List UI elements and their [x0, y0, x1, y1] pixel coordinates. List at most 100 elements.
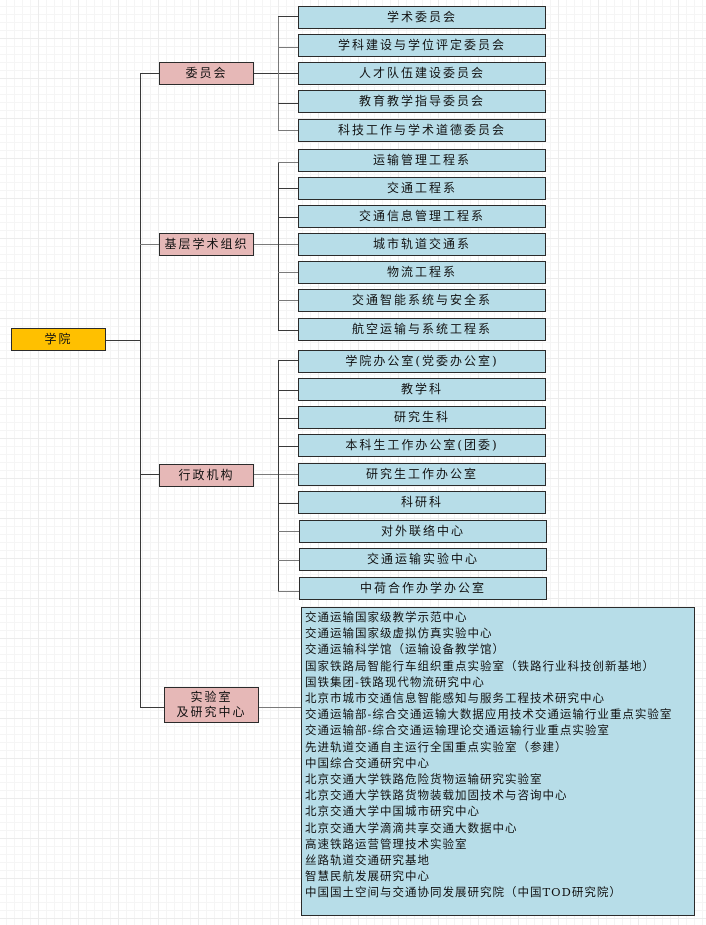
leaf-label: 研究生科 — [393, 410, 450, 424]
connector-g3-c8 — [278, 560, 299, 561]
leaf-label: 学术委员会 — [386, 10, 457, 24]
category-committees[interactable]: 委员会 — [159, 62, 254, 85]
category-label-line2: 及研究中心 — [176, 705, 247, 719]
category-label-line1: 实验室 — [190, 690, 233, 704]
list-item: 交通运输国家级教学示范中心 — [305, 610, 468, 624]
list-item: 北京交通大学铁路货物装载加固技术与咨询中心 — [305, 788, 568, 803]
leaf-label: 教学科 — [400, 382, 443, 396]
leaf-node[interactable]: 科研科 — [298, 491, 546, 514]
leaf-node[interactable]: 学术委员会 — [298, 6, 546, 29]
leaf-node[interactable]: 物流工程系 — [298, 261, 546, 284]
root-label: 学院 — [44, 332, 73, 346]
leaf-label: 科技工作与学术道德委员会 — [337, 123, 506, 137]
list-item: 交通运输部-综合交通运输理论交通运输行业重点实验室 — [305, 723, 610, 738]
category-label: 委员会 — [185, 66, 228, 80]
root-node-college[interactable]: 学院 — [11, 328, 106, 351]
category-label: 行政机构 — [178, 468, 235, 482]
labs-research-list[interactable]: 交通运输国家级教学示范中心 交通运输国家级虚拟仿真实验中心 交通运输科学馆（运输… — [301, 607, 695, 916]
leaf-label: 交通运输实验中心 — [366, 552, 479, 566]
leaf-label: 科研科 — [400, 495, 443, 509]
connector-g2-out — [254, 244, 299, 245]
leaf-node[interactable]: 研究生工作办公室 — [298, 463, 546, 486]
connector-g3-c4 — [278, 446, 299, 447]
leaf-label: 对外联络中心 — [380, 524, 465, 538]
leaf-node[interactable]: 本科生工作办公室(团委) — [298, 434, 546, 457]
category-administration[interactable]: 行政机构 — [159, 464, 254, 487]
list-item: 中国国土空间与交通协同发展研究院（中国TOD研究院） — [305, 885, 622, 900]
leaf-label: 物流工程系 — [386, 265, 457, 279]
list-item: 国家铁路局智能行车组织重点实验室（铁路行业科技创新基地） — [305, 658, 655, 673]
leaf-node[interactable]: 航空运输与系统工程系 — [298, 318, 546, 341]
leaf-label: 学科建设与学位评定委员会 — [337, 38, 506, 52]
leaf-node[interactable]: 教育教学指导委员会 — [298, 90, 546, 113]
leaf-label: 运输管理工程系 — [372, 153, 471, 167]
connector-g3-out — [254, 474, 299, 475]
leaf-node[interactable]: 学科建设与学位评定委员会 — [298, 34, 546, 57]
leaf-node[interactable]: 对外联络中心 — [299, 520, 547, 543]
leaf-node[interactable]: 学院办公室(党委办公室) — [298, 350, 546, 373]
connector-g2-c1 — [278, 162, 299, 163]
leaf-node[interactable]: 教学科 — [298, 378, 546, 401]
list-item: 交通运输部-综合交通运输大数据应用技术交通运输行业重点实验室 — [305, 707, 673, 722]
connector-g2-c5 — [278, 272, 299, 273]
leaf-label: 人才队伍建设委员会 — [358, 66, 485, 80]
leaf-node[interactable]: 交通信息管理工程系 — [298, 205, 546, 228]
leaf-label: 研究生工作办公室 — [365, 467, 478, 481]
connector-g1-out — [254, 73, 299, 74]
connector-g3-c9 — [278, 591, 299, 592]
category-label: 基层学术组织 — [164, 237, 249, 251]
connector-g3-c2 — [278, 390, 299, 391]
connector-cat-4 — [140, 707, 164, 708]
connector-g4-out — [258, 707, 301, 708]
list-item: 北京交通大学中国城市研究中心 — [305, 804, 480, 819]
list-item: 交通运输科学馆（运输设备教学馆） — [305, 642, 505, 657]
list-item: 丝路轨道交通研究基地 — [305, 853, 430, 868]
connector-g3-bus — [278, 360, 279, 591]
connector-g2-c3 — [278, 217, 299, 218]
connector-g1-c2 — [278, 47, 299, 48]
list-item: 中国综合交通研究中心 — [305, 755, 430, 770]
category-academic-orgs[interactable]: 基层学术组织 — [159, 233, 254, 256]
leaf-label: 交通智能系统与安全系 — [351, 293, 492, 307]
connector-g3-c6 — [278, 503, 299, 504]
leaf-node[interactable]: 交通智能系统与安全系 — [298, 289, 546, 312]
connector-root — [105, 340, 140, 341]
connector-g1-c4 — [278, 103, 299, 104]
connector-g2-c7 — [278, 330, 299, 331]
connector-g3-c1 — [278, 360, 299, 361]
connector-cat-3 — [140, 474, 160, 475]
connector-g2-c2 — [278, 188, 299, 189]
connector-g1-c5 — [278, 130, 299, 131]
leaf-label: 航空运输与系统工程系 — [351, 322, 492, 336]
connector-g2-c6 — [278, 300, 299, 301]
connector-cat-1 — [140, 73, 160, 74]
connector-trunk — [140, 73, 141, 707]
leaf-node[interactable]: 中荷合作办学办公室 — [299, 577, 547, 600]
leaf-label: 学院办公室(党委办公室) — [345, 354, 499, 368]
leaf-node[interactable]: 科技工作与学术道德委员会 — [298, 119, 546, 142]
connector-g1-bus — [278, 16, 279, 130]
leaf-node[interactable]: 城市轨道交通系 — [298, 233, 546, 256]
list-item: 北京交通大学铁路危险货物运输研究实验室 — [305, 772, 543, 787]
connector-g2-bus — [278, 162, 279, 330]
list-item: 交通运输国家级虚拟仿真实验中心 — [305, 626, 493, 641]
list-item: 国铁集团-铁路现代物流研究中心 — [305, 674, 485, 689]
list-item: 高速铁路运营管理技术实验室 — [305, 836, 468, 851]
connector-g1-c1 — [278, 16, 299, 17]
connector-g3-c7 — [278, 531, 299, 532]
leaf-node[interactable]: 交通运输实验中心 — [299, 548, 547, 571]
leaf-node[interactable]: 运输管理工程系 — [298, 149, 546, 172]
leaf-label: 教育教学指导委员会 — [358, 94, 485, 108]
leaf-node[interactable]: 研究生科 — [298, 406, 546, 429]
leaf-label: 交通工程系 — [386, 181, 457, 195]
category-labs-research[interactable]: 实验室 及研究中心 — [164, 687, 259, 723]
list-item: 北京市城市交通信息智能感知与服务工程技术研究中心 — [305, 691, 605, 706]
leaf-label: 交通信息管理工程系 — [358, 209, 485, 223]
leaf-label: 本科生工作办公室(团委) — [345, 438, 499, 452]
connector-g3-c3 — [278, 418, 299, 419]
leaf-node[interactable]: 交通工程系 — [298, 177, 546, 200]
list-item: 先进轨道交通自主运行全国重点实验室（参建） — [305, 739, 568, 754]
leaf-label: 城市轨道交通系 — [372, 237, 471, 251]
leaf-label: 中荷合作办学办公室 — [359, 581, 486, 595]
leaf-node[interactable]: 人才队伍建设委员会 — [298, 62, 546, 85]
